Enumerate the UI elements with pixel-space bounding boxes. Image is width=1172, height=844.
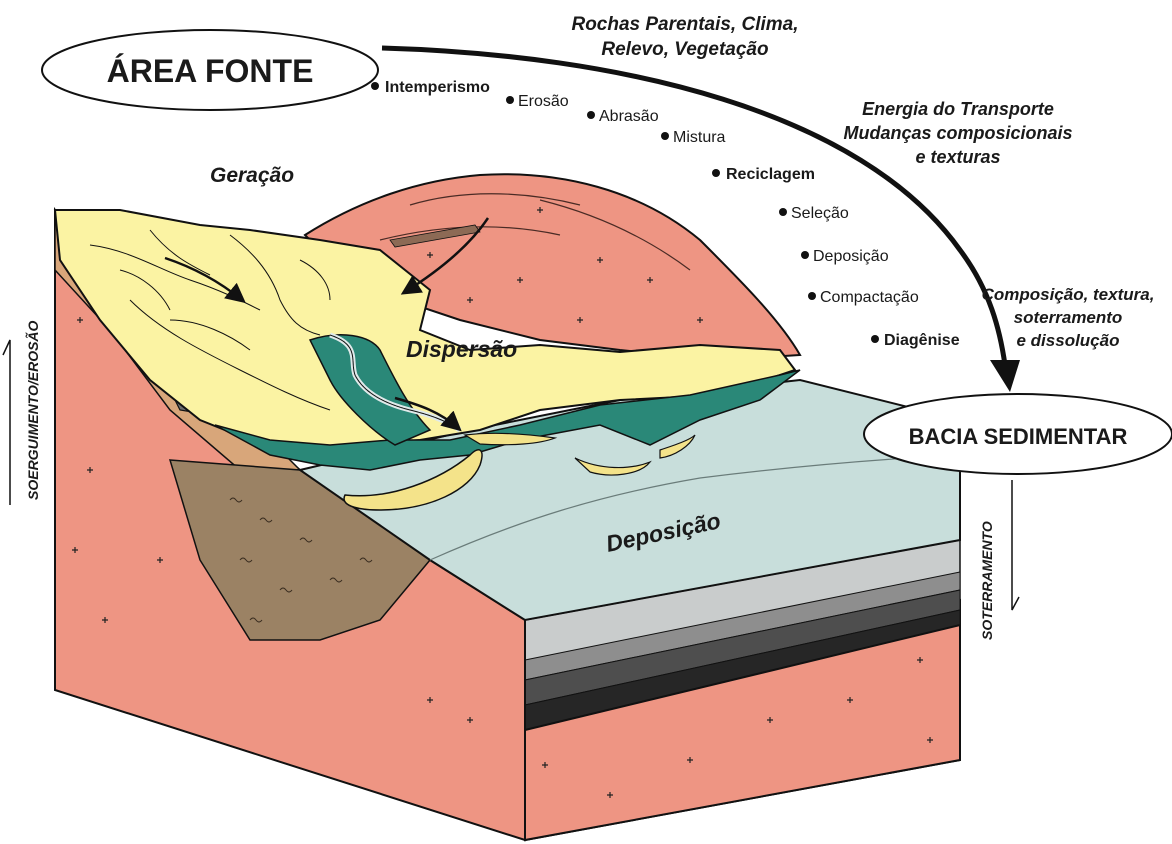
- process-mistura: Mistura: [673, 129, 726, 146]
- basin-controls-line-3: e dissolução: [1017, 331, 1120, 350]
- process-deposicao: Deposição: [813, 248, 889, 265]
- process-dot: [371, 82, 379, 90]
- basin-controls: Composição, textura, soterramento e diss…: [982, 285, 1155, 350]
- source-area-label: ÁREA FONTE: [107, 53, 314, 89]
- process-erosao: Erosão: [518, 93, 569, 110]
- transport-controls-line-2: Mudanças composicionais: [843, 123, 1072, 143]
- stage-dispersion: Dispersão: [406, 336, 517, 362]
- uplift-indicator: SOERGUIMENTO/EROSÃO: [3, 320, 41, 505]
- burial-indicator: SOTERRAMENTO: [979, 480, 1019, 640]
- source-controls-line-2: Relevo, Vegetação: [601, 39, 768, 60]
- process-compactacao: Compactação: [820, 289, 919, 306]
- process-dot: [808, 292, 816, 300]
- process-diagenise: Diagênise: [884, 332, 960, 349]
- basin-controls-line-1: Composição, textura,: [982, 285, 1155, 304]
- uplift-half-arrow: [3, 340, 10, 505]
- uplift-label: SOERGUIMENTO/EROSÃO: [24, 320, 41, 500]
- burial-half-arrow: [1012, 480, 1019, 610]
- process-dot: [871, 335, 879, 343]
- process-intemperismo: Intemperismo: [385, 79, 490, 96]
- process-dot: [506, 96, 514, 104]
- burial-label: SOTERRAMENTO: [979, 521, 995, 640]
- process-dot: [779, 208, 787, 216]
- process-reciclagem: Reciclagem: [726, 166, 815, 183]
- source-controls-line-1: Rochas Parentais, Clima,: [571, 14, 798, 35]
- transport-controls-line-3: e texturas: [915, 147, 1000, 167]
- stage-generation: Geração: [210, 164, 294, 187]
- process-selecao: Seleção: [791, 205, 849, 222]
- transport-controls: Energia do Transporte Mudanças composici…: [843, 99, 1072, 167]
- basin-label: BACIA SEDIMENTAR: [909, 424, 1128, 449]
- sediment-cycle-arrowhead: [990, 360, 1020, 392]
- process-abrasao: Abrasão: [599, 108, 659, 125]
- process-dot: [712, 169, 720, 177]
- process-dot: [587, 111, 595, 119]
- basin-controls-line-2: soterramento: [1014, 308, 1123, 327]
- transport-controls-line-1: Energia do Transporte: [862, 99, 1054, 119]
- process-dot: [661, 132, 669, 140]
- process-dot: [801, 251, 809, 259]
- source-controls: Rochas Parentais, Clima, Relevo, Vegetaç…: [571, 14, 798, 60]
